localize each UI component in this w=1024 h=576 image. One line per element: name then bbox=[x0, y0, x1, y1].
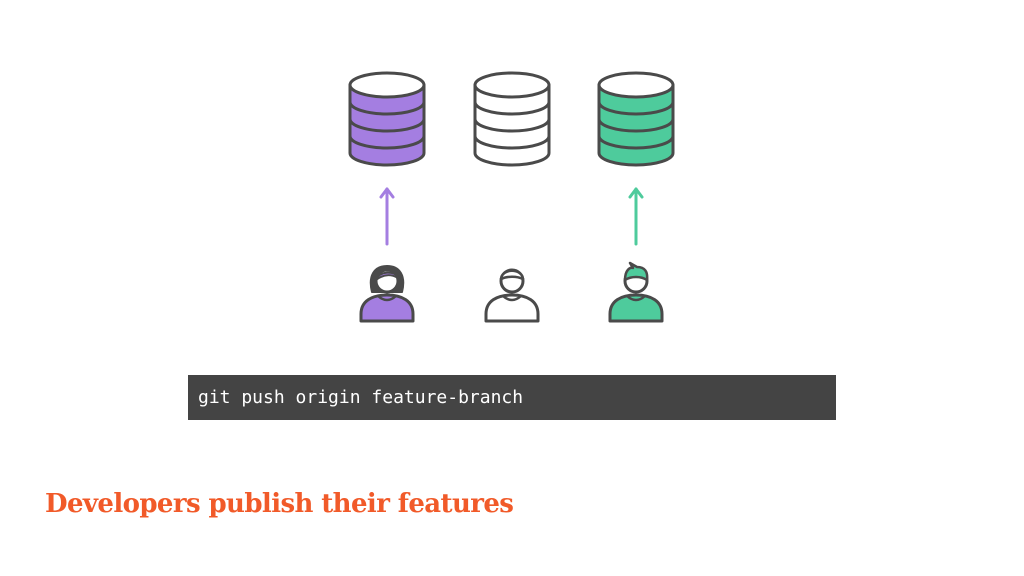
git-command: git push origin feature-branch bbox=[198, 387, 524, 408]
slide-caption: Developers publish their features bbox=[45, 489, 514, 519]
green-repo-database-icon bbox=[597, 71, 675, 167]
purple-developer-push-arrow bbox=[379, 187, 395, 246]
purple-developer-icon bbox=[359, 265, 415, 323]
white-repo-database-icon bbox=[473, 71, 551, 167]
white-developer-icon bbox=[484, 268, 540, 323]
green-developer-icon bbox=[608, 261, 664, 323]
command-bar: git push origin feature-branch bbox=[188, 375, 836, 420]
green-developer-push-arrow bbox=[628, 187, 644, 246]
purple-repo-database-icon bbox=[348, 71, 426, 167]
